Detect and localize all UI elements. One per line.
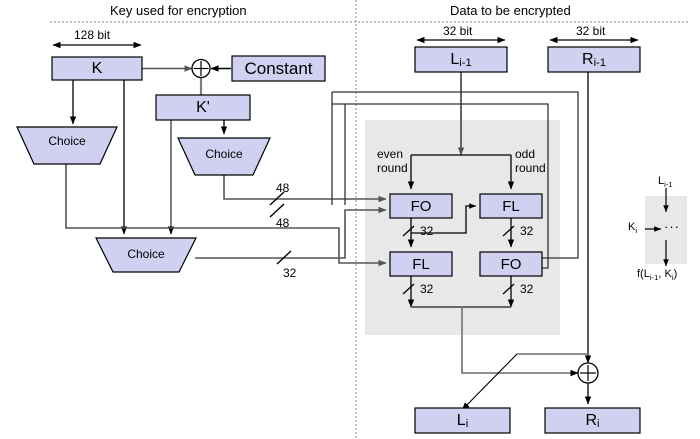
box-l-in [414, 46, 508, 73]
wire-label-32: 32 [283, 266, 297, 280]
bus-slash-fl-bl [402, 283, 415, 295]
wire-round-out-to-xor [461, 307, 579, 377]
box-r-in [547, 46, 641, 73]
round-panel [365, 120, 560, 335]
box-fo-bottom-right [479, 251, 543, 277]
box-fl-top-right-label: FL [502, 197, 520, 215]
dim-label-128bit: 128 bit [74, 28, 111, 42]
wire-label-48-top: 48 [276, 181, 290, 195]
box-constant [231, 55, 326, 82]
wire-fo-tl-to-fl-tr [411, 203, 477, 234]
bus-slash-48-top [269, 191, 285, 206]
dim-label-32bit-left: 32 bit [443, 24, 473, 38]
bus-slash-32 [276, 250, 292, 265]
feedback-loop-outer [332, 91, 579, 262]
section-title-key: Key used for encryption [110, 3, 247, 18]
wire-choice-left-to-fl [65, 164, 387, 267]
bus-slash-fo-br [502, 283, 515, 295]
wire-r-in-to-l-out [461, 353, 588, 411]
choice-left-label: Choice [48, 134, 86, 148]
shape-choice-right [177, 137, 271, 176]
section-title-data: Data to be encrypted [450, 3, 571, 18]
bus-slash-48-bottom [269, 203, 285, 218]
box-k-label: K [91, 59, 103, 77]
shape-choice-bottom [95, 237, 197, 273]
shape-choice-left [16, 126, 118, 165]
box-fl-bottom-left [389, 251, 453, 277]
bus-label-fo-br: 32 [520, 282, 534, 296]
legend-body-dots: ··· [664, 219, 680, 234]
box-fo-top-left [389, 193, 453, 219]
legend-key-label: Ki [628, 221, 638, 235]
legend-input-label: Li-1 [658, 175, 673, 189]
legend-output-label: f(Li-1, Ki) [637, 268, 678, 282]
label-odd-round: odd round [515, 147, 546, 175]
box-k [51, 56, 143, 81]
label-even-line1: even [377, 147, 404, 161]
bus-label-fl-bl: 32 [420, 282, 434, 296]
label-even-line2: round [377, 161, 408, 175]
box-k-prime [155, 94, 251, 121]
wire-choice-right-to-fo-48a [223, 175, 387, 203]
wire-label-48-bottom: 48 [276, 216, 290, 230]
bus-label-fl-tr: 32 [520, 224, 534, 238]
box-k-prime-label: K' [196, 98, 210, 116]
bus-slash-fl-tr [502, 225, 515, 237]
label-even-round: even round [377, 147, 408, 175]
dim-label-32bit-right: 32 bit [576, 24, 606, 38]
box-fo-bottom-right-label: FO [500, 255, 522, 273]
box-fl-top-right [479, 193, 543, 219]
box-fl-bottom-left-label: FL [412, 255, 430, 273]
label-odd-line1: odd [515, 147, 536, 161]
label-odd-line2: round [515, 161, 546, 175]
bus-label-fo-tl: 32 [420, 224, 434, 238]
choice-right-label: Choice [205, 147, 243, 161]
box-l-out [414, 407, 511, 434]
choice-bottom-label: Choice [127, 247, 165, 261]
box-fo-top-left-label: FO [410, 197, 432, 215]
box-constant-label: Constant [244, 58, 313, 78]
bus-slash-fo-tl [402, 225, 415, 237]
wire-choice-bottom-to-fo-32 [195, 206, 387, 259]
box-r-out [544, 407, 641, 434]
